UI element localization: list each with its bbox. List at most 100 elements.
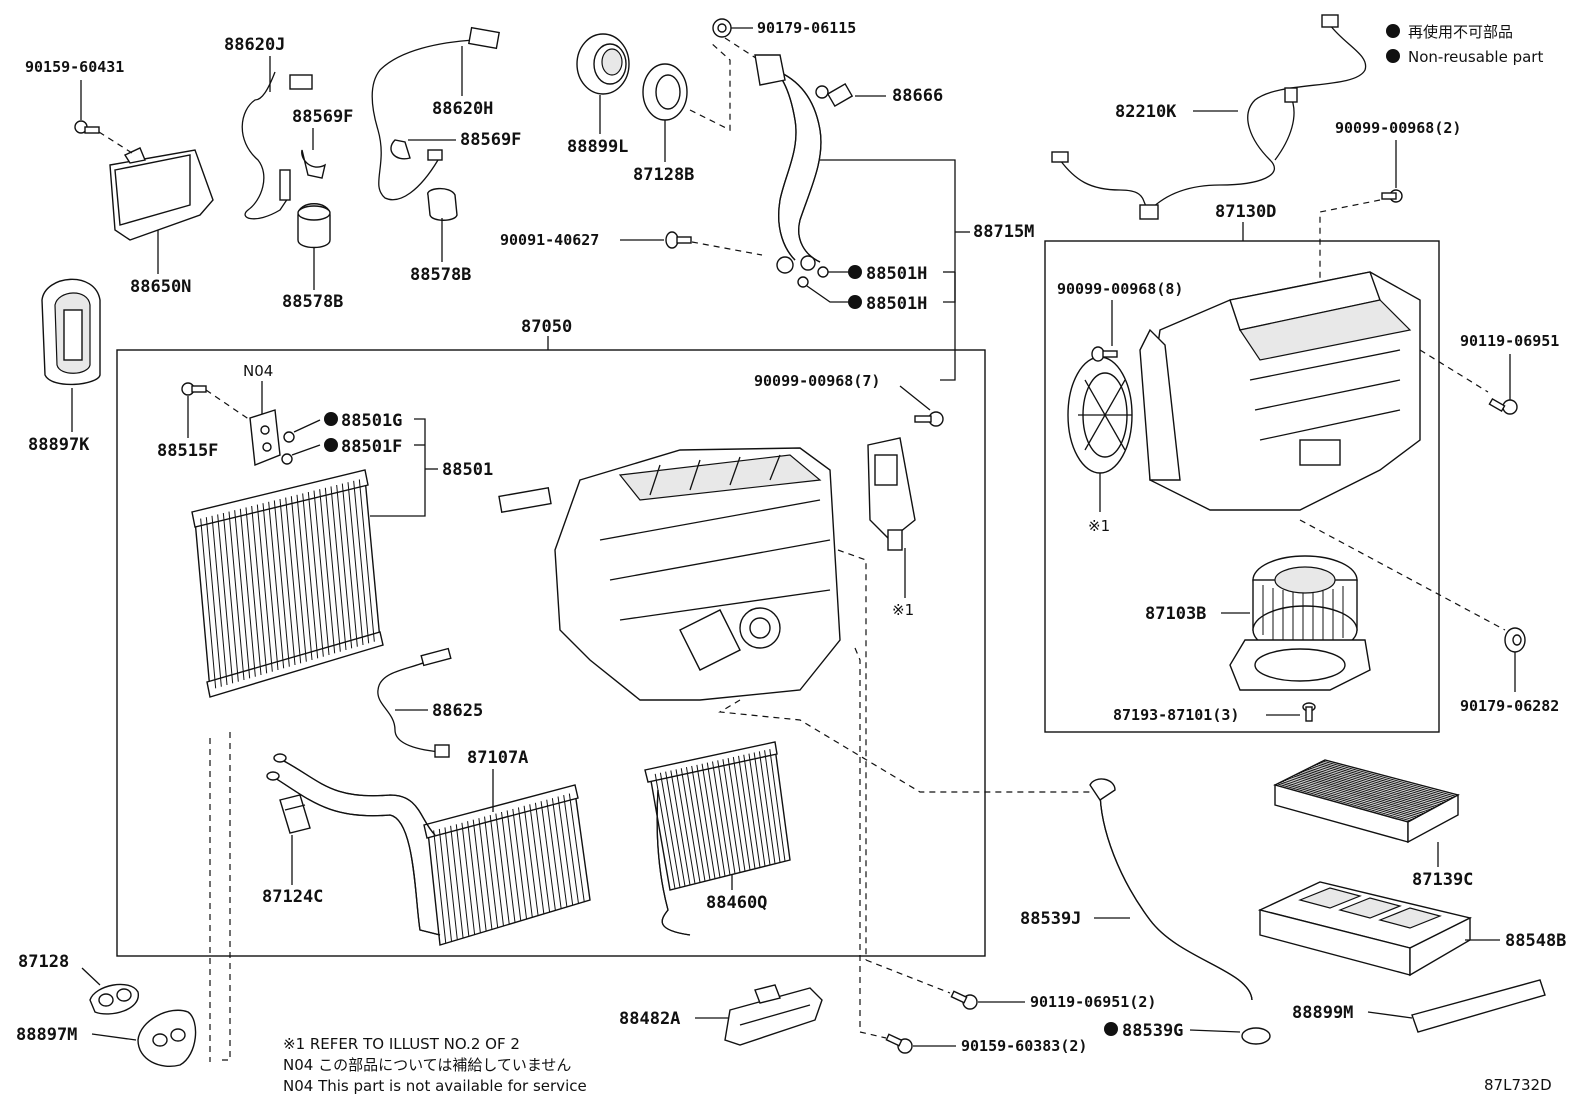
hvac-case-part — [498, 447, 841, 701]
duct-88482a-part — [724, 984, 823, 1046]
label-90159-60383-2: 90159-60383(2) — [961, 1037, 1087, 1055]
legend-jp: 再使用不可部品 — [1408, 23, 1513, 41]
fin-line — [307, 491, 324, 657]
nut-90179-06115-icon — [712, 18, 732, 38]
fin-line — [501, 811, 516, 923]
fin-line — [313, 490, 330, 656]
leader — [98, 131, 133, 154]
expansion-valve-part — [249, 409, 281, 466]
fin-line — [665, 771, 686, 887]
fin-line — [296, 494, 313, 661]
label-88482a: 88482A — [619, 1009, 680, 1029]
fin-line — [262, 503, 279, 671]
cover-88650n-part — [109, 147, 214, 241]
blower-housing-87130d-part — [1139, 271, 1421, 511]
fin-line — [217, 514, 234, 684]
fin-line — [685, 767, 706, 882]
note-line-2: N04 この部品については補給していません — [283, 1056, 571, 1074]
label-n04: N04 — [243, 362, 273, 380]
evaporator-88501-part — [191, 469, 384, 698]
bolt-90119-06951-2-icon — [950, 990, 978, 1010]
heater-core-87107a-part — [266, 753, 591, 946]
bolt-90119-06951-icon — [1488, 397, 1518, 415]
fin-line — [324, 487, 341, 652]
non-reusable-dot-icon — [324, 438, 338, 452]
fin-line — [523, 805, 539, 916]
leader — [1367, 1011, 1413, 1019]
label-88501h-top: 88501H — [866, 264, 927, 284]
leader — [865, 959, 951, 994]
fin-line — [1318, 762, 1452, 800]
label-90179-06282: 90179-06282 — [1460, 697, 1559, 715]
gasket-87128b-part — [642, 63, 688, 121]
label-88897k: 88897K — [28, 435, 90, 455]
label-88578b-right: 88578B — [410, 265, 471, 285]
legend-en: Non-reusable part — [1408, 48, 1543, 66]
fin-line — [1320, 761, 1454, 798]
label-88899l: 88899L — [567, 137, 628, 157]
fin-line — [717, 760, 736, 874]
nut-90179-06282-icon — [1504, 627, 1526, 653]
sensor-88625-part — [377, 647, 452, 758]
fin-line — [1286, 778, 1420, 817]
label-88501: 88501 — [442, 460, 493, 480]
fin-line — [712, 761, 731, 876]
fin-line — [478, 818, 493, 930]
fin-line — [222, 512, 239, 682]
leader — [943, 272, 956, 303]
fin-line — [472, 819, 487, 932]
grommet-88539g-icon — [1241, 1027, 1271, 1045]
fin-line — [495, 813, 510, 925]
bolt-90159-60383-2-icon — [885, 1033, 913, 1054]
bolt-90091-40627-icon — [665, 231, 692, 249]
fin-line — [1288, 777, 1422, 816]
label-88715m: 88715M — [973, 222, 1034, 242]
fin-line — [1283, 779, 1418, 818]
seal-88897m-part — [137, 1009, 197, 1067]
wire-82210k-part — [1051, 14, 1367, 220]
fin-line — [675, 769, 696, 884]
fin-line — [722, 759, 741, 873]
fin-line — [234, 510, 251, 679]
fin-line — [1315, 764, 1450, 801]
fin-line — [489, 815, 504, 927]
fin-line — [1322, 760, 1456, 797]
fin-line — [701, 763, 721, 878]
fin-line — [540, 801, 556, 911]
switch-88666-part — [815, 82, 854, 108]
label-88620h: 88620H — [432, 99, 493, 119]
fin-line — [251, 505, 268, 674]
fin-line — [245, 507, 262, 676]
non-reusable-dot-icon — [848, 265, 862, 279]
bolt-90099-00968-8-icon — [1091, 346, 1118, 362]
label-87130d: 87130D — [1215, 202, 1276, 222]
non-reusable-dot-icon — [1104, 1022, 1118, 1036]
fin-line — [319, 489, 336, 654]
label-90099-00968-8: 90099-00968(8) — [1057, 280, 1183, 298]
oring-icon — [283, 431, 295, 443]
label-88548b: 88548B — [1505, 931, 1566, 951]
fin-line — [330, 486, 347, 651]
fin-line — [563, 795, 579, 904]
fin-line — [341, 483, 358, 647]
fin-line — [680, 768, 701, 883]
leader — [691, 241, 763, 256]
non-reusable-dot-icon — [324, 412, 338, 426]
grommet-88578b-left-part — [297, 203, 331, 249]
fin-line — [764, 750, 781, 863]
fin-line — [1277, 783, 1411, 822]
fin-line — [1308, 767, 1443, 805]
leader — [859, 1031, 887, 1039]
leader — [1189, 1029, 1241, 1033]
fin-line — [268, 501, 285, 669]
fin-line — [290, 496, 307, 662]
label-87139c: 87139C — [1412, 870, 1473, 890]
label-90159-60431: 90159-60431 — [25, 58, 124, 76]
fin-line — [727, 758, 746, 872]
fin-line — [1304, 769, 1438, 807]
fin-line — [1295, 774, 1429, 812]
fin-line — [568, 793, 585, 902]
label-88501h-bottom: 88501H — [866, 294, 927, 314]
label-87128b: 87128B — [633, 165, 694, 185]
fin-line — [433, 830, 447, 944]
